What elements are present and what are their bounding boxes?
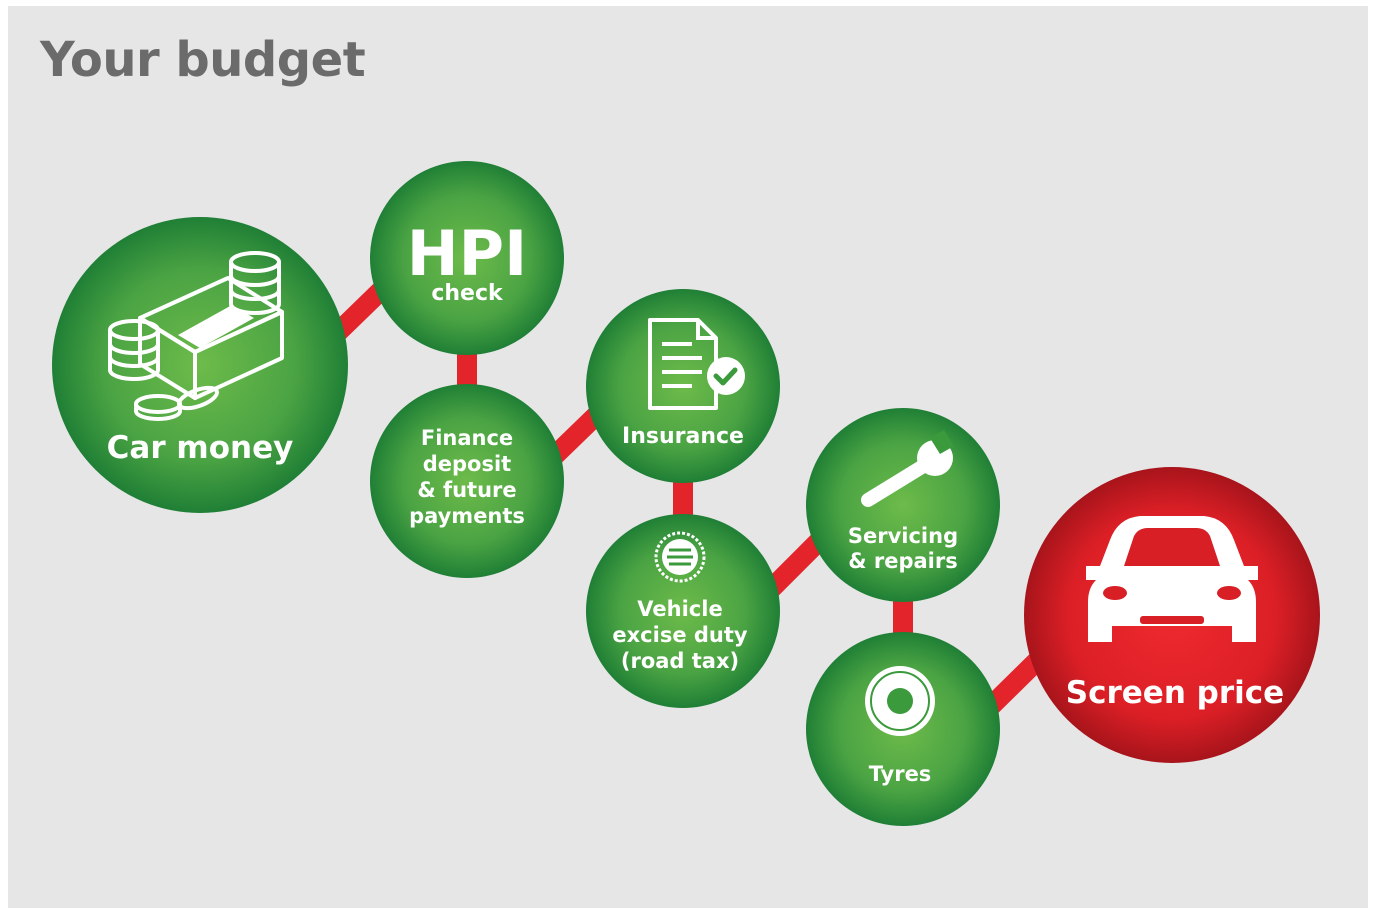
node-tyres: Tyres (806, 632, 1000, 826)
money-stack-coins-icon (108, 251, 284, 421)
insurance-label: Insurance (622, 424, 744, 449)
wrench-icon (861, 430, 954, 507)
car-icon (1086, 516, 1258, 642)
ved-line-3: (road tax) (621, 649, 739, 673)
node-vehicle-excise-duty: Vehicle excise duty (road tax) (586, 514, 780, 708)
ved-line-1: Vehicle (637, 597, 722, 621)
finance-line-1: Finance (421, 426, 513, 450)
hpi-check-label: check (431, 281, 504, 306)
car-money-label: Car money (107, 430, 294, 466)
tyre-icon (865, 666, 935, 736)
finance-line-3: & future (417, 478, 516, 502)
tax-disc-icon (654, 531, 706, 583)
screen-price-label: Screen price (1066, 675, 1284, 711)
tyres-label: Tyres (869, 762, 932, 786)
page-title: Your budget (40, 32, 366, 88)
node-screen-price: Screen price (1024, 467, 1320, 763)
servicing-line-2: & repairs (848, 549, 957, 573)
document-check-icon (648, 318, 745, 410)
ved-line-2: excise duty (612, 623, 748, 647)
node-insurance: Insurance (586, 289, 780, 483)
finance-line-2: deposit (423, 452, 511, 476)
servicing-line-1: Servicing (848, 524, 958, 548)
node-servicing-repairs: Servicing & repairs (806, 408, 1000, 602)
node-car-money: Car money (52, 217, 348, 513)
hpi-label: HPI (407, 217, 527, 290)
node-finance: Finance deposit & future payments (370, 384, 564, 578)
node-hpi-check: HPI check (370, 161, 564, 355)
finance-line-4: payments (409, 504, 525, 528)
